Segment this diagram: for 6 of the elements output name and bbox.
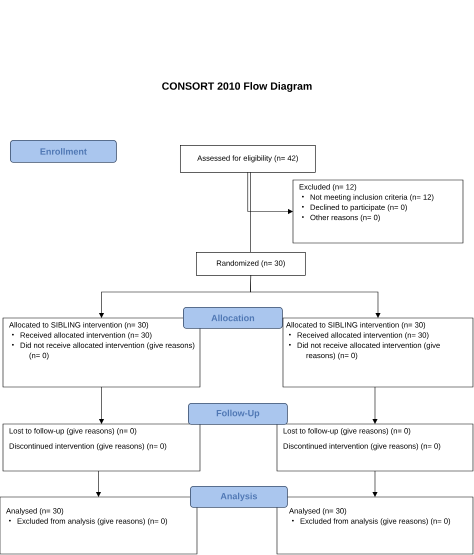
- section-band: Follow-Up: [188, 403, 288, 425]
- arrow: [250, 275, 381, 318]
- section-band: Enrollment: [10, 140, 117, 163]
- section-band: Analysis: [190, 486, 288, 508]
- title: CONSORT 2010 Flow Diagram: [162, 82, 312, 92]
- section-band: Allocation: [183, 307, 283, 329]
